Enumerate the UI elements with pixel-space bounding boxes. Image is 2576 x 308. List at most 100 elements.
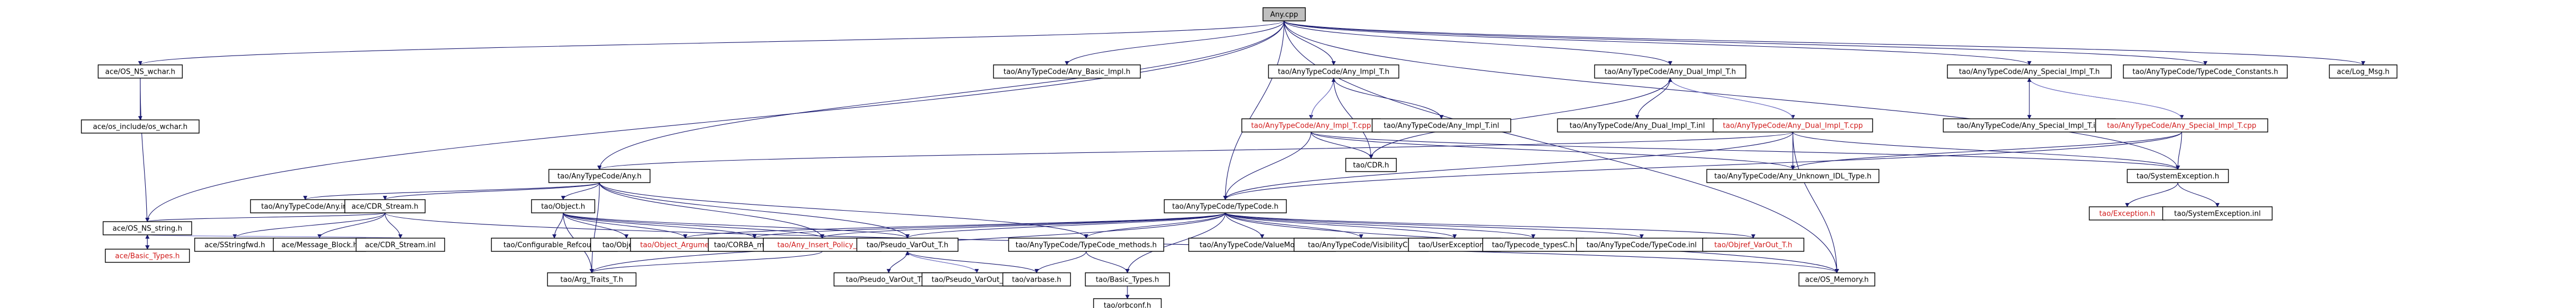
- graph-edge: [384, 212, 403, 239]
- graph-node[interactable]: tao/AnyTypeCode/Any_Dual_Impl_T.h: [1594, 64, 1747, 79]
- graph-node[interactable]: ace/OS_NS_string.h: [102, 221, 192, 235]
- node-label: tao/Object_Argument_T.h: [640, 241, 730, 250]
- node-label: tao/Typecode_typesC.h: [1492, 241, 1575, 250]
- graph-node[interactable]: tao/SystemException.h: [2127, 169, 2229, 183]
- graph-node[interactable]: tao/AnyTypeCode/Any_Dual_Impl_T.inl: [1557, 118, 1718, 133]
- graph-node[interactable]: tao/AnyTypeCode/TypeCode_methods.h: [1008, 238, 1164, 252]
- node-box: [2127, 169, 2229, 183]
- node-label: Any.cpp: [1270, 11, 1298, 19]
- node-label: tao/SystemException.h: [2137, 173, 2219, 181]
- node-label: tao/AnyTypeCode/Any_Special_Impl_T.inl: [1957, 122, 2101, 130]
- graph-node[interactable]: ace/CDR_Stream.h: [344, 199, 426, 213]
- graph-edge: [1668, 78, 1793, 119]
- graph-node[interactable]: tao/AnyTypeCode/Any_Impl_T.h: [1268, 64, 1400, 79]
- graph-node[interactable]: tao/AnyTypeCode/Any_Impl_T.inl: [1372, 118, 1511, 133]
- node-label: tao/Basic_Types.h: [1096, 276, 1159, 284]
- graph-node[interactable]: tao/AnyTypeCode/TypeCode.h: [1164, 199, 1287, 213]
- node-box: [531, 199, 596, 213]
- graph-node[interactable]: tao/Typecode_typesC.h: [1482, 238, 1584, 252]
- graph-edge: [752, 212, 1226, 239]
- graph-node[interactable]: ace/CDR_Stream.inl: [355, 238, 445, 252]
- graph-edge: [1284, 20, 2180, 170]
- graph-edge: [138, 20, 1285, 65]
- graph-edge: [561, 182, 600, 200]
- node-label: tao/AnyTypeCode/Any_Dual_Impl_T.cpp: [1723, 122, 1863, 130]
- node-label: tao/AnyTypeCode/ValueModifierC.h: [1199, 241, 1324, 250]
- graph-node[interactable]: tao/Basic_Types.h: [1085, 272, 1170, 287]
- node-box: [1008, 238, 1164, 252]
- graph-edge: [1369, 78, 1671, 159]
- graph-edge: [303, 182, 600, 200]
- graph-node[interactable]: tao/varbase.h: [1002, 272, 1071, 287]
- graph-node[interactable]: ace/os_include/os_wchar.h: [81, 119, 200, 134]
- graph-edge: [1225, 212, 1457, 239]
- graph-node[interactable]: tao/AnyTypeCode/Any_Special_Impl_T.h: [1947, 64, 2112, 79]
- node-box: [1594, 64, 1747, 79]
- graph-edge: [1225, 212, 1363, 239]
- graph-node[interactable]: ace/OS_NS_wchar.h: [97, 64, 183, 79]
- node-label: tao/AnyTypeCode/TypeCode_Constants.h: [2133, 68, 2278, 76]
- node-box: [2162, 206, 2273, 221]
- node-box: [2329, 64, 2398, 79]
- node-label: tao/AnyTypeCode/Any_Dual_Impl_T.h: [1604, 68, 1736, 76]
- node-box: [97, 64, 183, 79]
- node-label: tao/AnyTypeCode/VisibilityC.h: [1308, 241, 1414, 250]
- graph-node[interactable]: tao/AnyTypeCode/TypeCode.inl: [1576, 238, 1708, 252]
- node-box: [355, 238, 445, 252]
- graph-node[interactable]: tao/AnyTypeCode/TypeCode_Constants.h: [2123, 64, 2288, 79]
- graph-node[interactable]: ace/OS_Memory.h: [1798, 272, 1875, 287]
- graph-node[interactable]: tao/orbconf.h: [1093, 298, 1162, 308]
- graph-node[interactable]: tao/AnyTypeCode/Any_Impl_T.cpp: [1241, 118, 1381, 133]
- graph-edge: [1284, 20, 2032, 65]
- graph-node[interactable]: tao/AnyTypeCode/VisibilityC.h: [1293, 238, 1429, 252]
- graph-node[interactable]: ace/Basic_Types.h: [104, 249, 190, 263]
- graph-node[interactable]: tao/AnyTypeCode/Any.inl: [250, 199, 361, 213]
- node-label: tao/Object.h: [541, 203, 585, 211]
- graph-node[interactable]: tao/AnyTypeCode/Any.h: [548, 169, 651, 183]
- graph-edge: [1223, 20, 1285, 200]
- node-label: tao/AnyTypeCode/TypeCode.inl: [1587, 241, 1697, 250]
- graph-node[interactable]: tao/AnyTypeCode/Any_Basic_Impl.h: [993, 64, 1141, 79]
- node-box: [1093, 298, 1162, 308]
- graph-node[interactable]: tao/Arg_Traits_T.h: [547, 272, 637, 287]
- graph-edge: [1311, 131, 1795, 170]
- graph-edge: [2176, 131, 2182, 170]
- graph-edge: [1223, 131, 2182, 200]
- graph-node[interactable]: ace/SStringfwd.h: [194, 238, 276, 252]
- graph-node[interactable]: tao/CDR.h: [1345, 158, 1397, 172]
- graph-edge: [317, 212, 386, 239]
- node-box: [344, 199, 426, 213]
- graph-edge: [887, 251, 908, 273]
- graph-node[interactable]: tao/Pseudo_VarOut_T.h: [856, 238, 959, 252]
- node-box: [1798, 272, 1875, 287]
- node-label: tao/AnyTypeCode/Any_Impl_T.h: [1278, 68, 1390, 76]
- node-box: [1241, 118, 1381, 133]
- graph-edge: [597, 131, 1793, 170]
- graph-node[interactable]: tao/SystemException.inl: [2162, 206, 2273, 221]
- node-label: tao/CDR.h: [1353, 162, 1389, 170]
- graph-node[interactable]: tao/Objref_VarOut_T.h: [1702, 238, 1804, 252]
- graph-edge: [905, 212, 1226, 239]
- graph-edge: [1311, 78, 1336, 119]
- graph-node[interactable]: tao/Exception.h: [2089, 206, 2166, 221]
- graph-edge: [1086, 251, 1130, 273]
- graph-node[interactable]: tao/AnyTypeCode/Any_Special_Impl_T.inl: [1942, 118, 2116, 133]
- node-label: tao/AnyTypeCode/Any.h: [557, 173, 641, 181]
- graph-node[interactable]: Any.cpp: [1262, 7, 1306, 21]
- graph-node[interactable]: tao/Object.h: [531, 199, 596, 213]
- graph-edge: [1311, 131, 1373, 159]
- graph-edge: [820, 212, 1226, 239]
- graph-edge: [1284, 20, 2208, 65]
- graph-node[interactable]: ace/Message_Block.h: [273, 238, 366, 252]
- graph-node[interactable]: tao/AnyTypeCode/Any_Dual_Impl_T.cpp: [1713, 118, 1873, 133]
- node-box: [1947, 64, 2112, 79]
- graph-edge: [1635, 78, 1671, 119]
- graph-node[interactable]: tao/AnyTypeCode/Any_Special_Impl_T.cpp: [2095, 118, 2269, 133]
- node-box: [1164, 199, 1287, 213]
- node-box: [548, 169, 651, 183]
- graph-node[interactable]: tao/AnyTypeCode/Any_Unknown_IDL_Type.h: [1706, 169, 1880, 183]
- graph-edge: [563, 212, 824, 239]
- graph-edge: [1084, 212, 1226, 239]
- graph-node[interactable]: ace/Log_Msg.h: [2329, 64, 2398, 79]
- graph-edge: [145, 20, 1285, 222]
